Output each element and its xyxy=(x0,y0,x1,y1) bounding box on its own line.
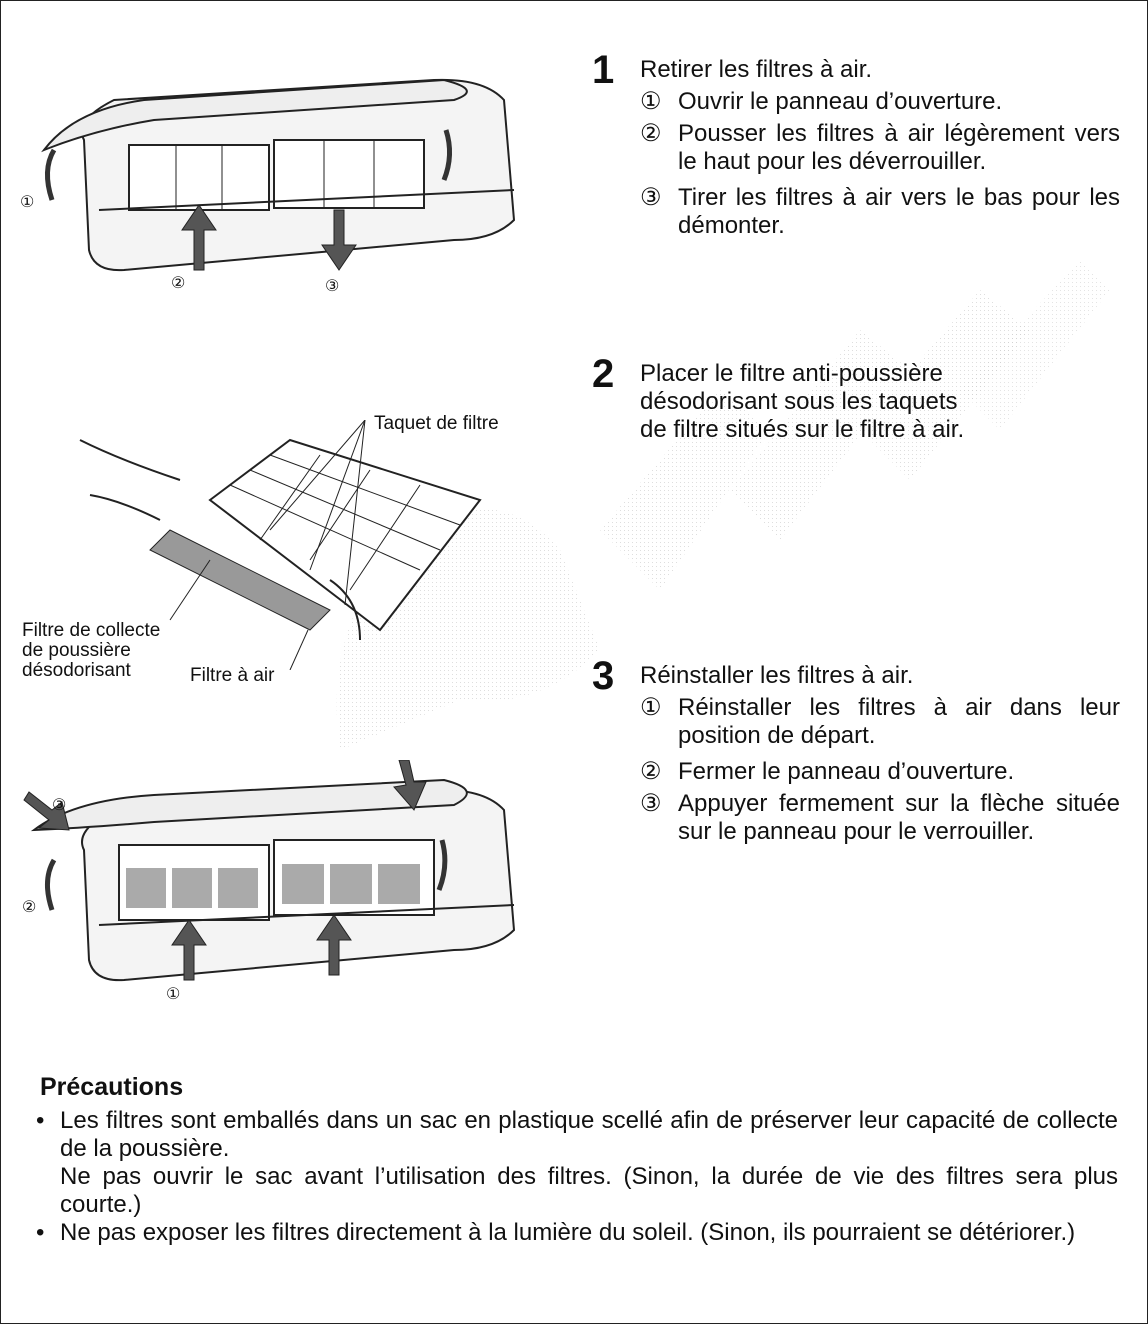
precaution-item: • Les filtres sont emballés dans un sac … xyxy=(36,1107,1118,1219)
fig1-callout-3: ③ xyxy=(325,278,340,295)
substep: ② Fermer le panneau d’ouverture. xyxy=(640,758,1120,786)
substep-text: Appuyer fermement sur la flèche située s… xyxy=(678,790,1120,845)
substep-text: Réinstaller les filtres à air dans leur … xyxy=(678,694,1120,749)
substep-text: Tirer les filtres à air vers le bas pour… xyxy=(678,184,1120,239)
precaution-text: Ne pas exposer les filtres directement à… xyxy=(60,1219,1076,1246)
figure-place-deodorizing-filter xyxy=(79,420,482,670)
precaution-text: Les filtres sont emballés dans un sac en… xyxy=(60,1107,1118,1162)
substep: ② Pousser les filtres à air légèrement v… xyxy=(640,120,1120,176)
precaution-text: Ne pas ouvrir le sac avant l’utilisation… xyxy=(60,1163,1118,1218)
fig1-callout-2: ② xyxy=(171,275,186,292)
fig1-callout-1: ① xyxy=(20,194,35,211)
substep: ③ Tirer les filtres à air vers le bas po… xyxy=(640,184,1120,240)
substep-mark: ① xyxy=(640,88,662,115)
substep-mark: ② xyxy=(640,120,662,147)
substep-mark: ③ xyxy=(640,184,662,211)
substep-mark: ① xyxy=(640,694,662,721)
step-title-line: de filtre situés sur le filtre à air. xyxy=(640,416,965,443)
fig3-callout-1: ① xyxy=(166,986,181,1003)
step-title: Réinstaller les filtres à air. xyxy=(640,662,914,689)
label-filter-tab: Taquet de filtre xyxy=(374,413,499,434)
substep-text: Pousser les filtres à air légèrement ver… xyxy=(678,120,1120,175)
step-number: 3 xyxy=(592,654,615,698)
label-dust-filter-line2: de poussière xyxy=(22,640,131,661)
substep-text: Fermer le panneau d’ouverture. xyxy=(678,758,1015,785)
substep: ① Réinstaller les filtres à air dans leu… xyxy=(640,694,1120,750)
step-number: 2 xyxy=(592,352,615,396)
label-air-filter: Filtre à air xyxy=(190,665,275,686)
figure-reinstall-filters xyxy=(23,760,516,982)
step-title: Retirer les filtres à air. xyxy=(640,56,873,83)
substep-text: Ouvrir le panneau d’ouverture. xyxy=(678,88,1003,115)
figure-remove-filters xyxy=(41,78,516,272)
substep: ③ Appuyer fermement sur la flèche située… xyxy=(640,790,1120,846)
fig3-callout-2: ② xyxy=(22,899,37,916)
step-number: 1 xyxy=(592,48,615,92)
precaution-item: • Ne pas exposer les filtres directement… xyxy=(36,1219,1118,1247)
substep-mark: ② xyxy=(640,758,662,785)
substep-mark: ③ xyxy=(640,790,662,817)
step-title-line: Placer le filtre anti-poussière xyxy=(640,360,943,387)
label-dust-filter-line1: Filtre de collecte xyxy=(22,620,161,641)
precautions-list: • Les filtres sont emballés dans un sac … xyxy=(36,1107,1118,1247)
step-title-line: désodorisant sous les taquets xyxy=(640,388,958,415)
bullet: • xyxy=(36,1219,45,1246)
substep: ① Ouvrir le panneau d’ouverture. xyxy=(640,88,1120,116)
bullet: • xyxy=(36,1107,45,1134)
fig3-callout-3: ③ xyxy=(52,797,67,814)
label-dust-filter-line3: désodorisant xyxy=(22,660,131,681)
precautions-title: Précautions xyxy=(40,1073,184,1101)
